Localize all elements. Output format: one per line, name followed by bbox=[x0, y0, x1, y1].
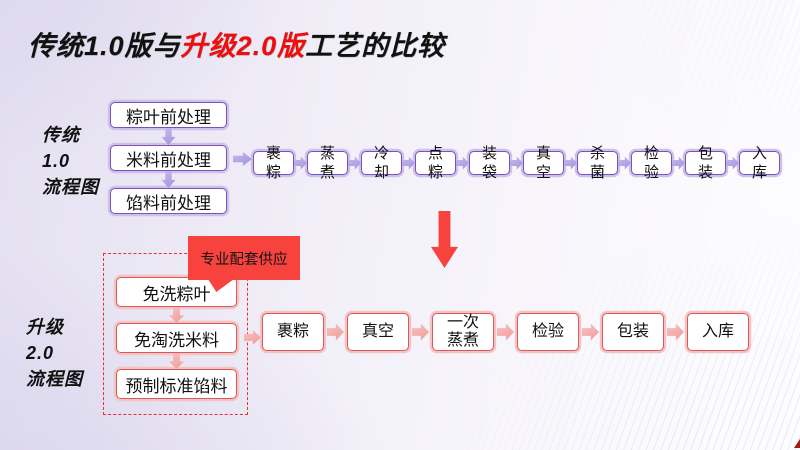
title-segment-red: 升级2.0版 bbox=[180, 31, 306, 61]
traditional-flow-label: 传统 1.0 流程图 bbox=[42, 125, 99, 197]
traditional-chain-step: 裹 粽 bbox=[253, 145, 294, 181]
traditional-prep-step: 粽叶前处理 bbox=[110, 102, 227, 128]
upgraded-flow-label: 升级 2.0 流程图 bbox=[26, 317, 83, 389]
right-arrow-icon bbox=[327, 323, 344, 341]
traditional-chain-row: 裹 粽蒸 煮冷 却点 粽装 袋真 空杀 菌检 验包 装入 库 bbox=[253, 145, 780, 181]
down-arrow-icon bbox=[161, 171, 176, 188]
traditional-prep-stack: 粽叶前处理米料前处理馅料前处理 bbox=[110, 102, 227, 214]
upgraded-chain-step: 检验 bbox=[517, 313, 579, 351]
down-arrow-icon bbox=[169, 353, 184, 369]
slide-title: 传统1.0版与升级2.0版工艺的比较 bbox=[28, 24, 445, 63]
traditional-chain-step: 装 袋 bbox=[469, 145, 510, 181]
upgraded-chain-step: 一次 蒸煮 bbox=[432, 313, 494, 351]
traditional-chain-step: 蒸 煮 bbox=[307, 145, 348, 181]
right-arrow-icon bbox=[294, 156, 307, 170]
big-down-arrow-icon bbox=[431, 211, 458, 268]
right-arrow-icon bbox=[233, 152, 252, 166]
right-arrow-icon bbox=[348, 156, 361, 170]
traditional-prep-step: 米料前处理 bbox=[110, 145, 227, 171]
right-arrow-icon bbox=[582, 323, 599, 341]
traditional-chain-step: 真 空 bbox=[523, 145, 564, 181]
right-arrow-icon bbox=[672, 156, 685, 170]
traditional-chain-step: 检 验 bbox=[631, 145, 672, 181]
right-arrow-icon bbox=[667, 323, 684, 341]
right-arrow-icon bbox=[456, 156, 469, 170]
callout-label: 专业配套供应 bbox=[200, 251, 288, 268]
title-segment-black-2: 工艺的比较 bbox=[305, 31, 446, 61]
upgraded-chain-row: 裹粽真空一次 蒸煮检验包装入库 bbox=[262, 313, 749, 351]
corner-mark bbox=[794, 439, 800, 448]
right-arrow-icon bbox=[510, 156, 523, 170]
traditional-chain-step: 冷 却 bbox=[361, 145, 402, 181]
upgraded-chain-step: 真空 bbox=[347, 313, 409, 351]
down-arrow-icon bbox=[169, 307, 184, 323]
traditional-prep-step: 馅料前处理 bbox=[110, 188, 227, 214]
upgraded-prep-step: 免淘洗米料 bbox=[116, 323, 237, 353]
upgraded-prep-stack: 免洗粽叶免淘洗米料预制标准馅料 bbox=[116, 277, 237, 399]
right-arrow-icon bbox=[564, 156, 577, 170]
right-arrow-icon bbox=[402, 156, 415, 170]
upgraded-chain-step: 包装 bbox=[602, 313, 664, 351]
right-arrow-icon bbox=[618, 156, 631, 170]
upgraded-chain-step: 裹粽 bbox=[262, 313, 324, 351]
traditional-chain-step: 入 库 bbox=[739, 145, 780, 181]
upgraded-chain-step: 入库 bbox=[687, 313, 749, 351]
down-arrow-icon bbox=[161, 128, 176, 145]
callout-bubble: 专业配套供应 bbox=[188, 236, 300, 280]
traditional-chain-step: 包 装 bbox=[685, 145, 726, 181]
right-arrow-icon bbox=[412, 323, 429, 341]
right-arrow-icon bbox=[726, 156, 739, 170]
right-arrow-icon bbox=[497, 323, 514, 341]
traditional-chain-step: 点 粽 bbox=[415, 145, 456, 181]
title-segment-black-1: 传统1.0版与 bbox=[28, 31, 181, 61]
upgraded-prep-step: 预制标准馅料 bbox=[116, 369, 237, 399]
traditional-chain-step: 杀 菌 bbox=[577, 145, 618, 181]
upgraded-prep-step: 免洗粽叶 bbox=[116, 277, 237, 307]
upgraded-prep-dashed-frame bbox=[103, 253, 248, 415]
